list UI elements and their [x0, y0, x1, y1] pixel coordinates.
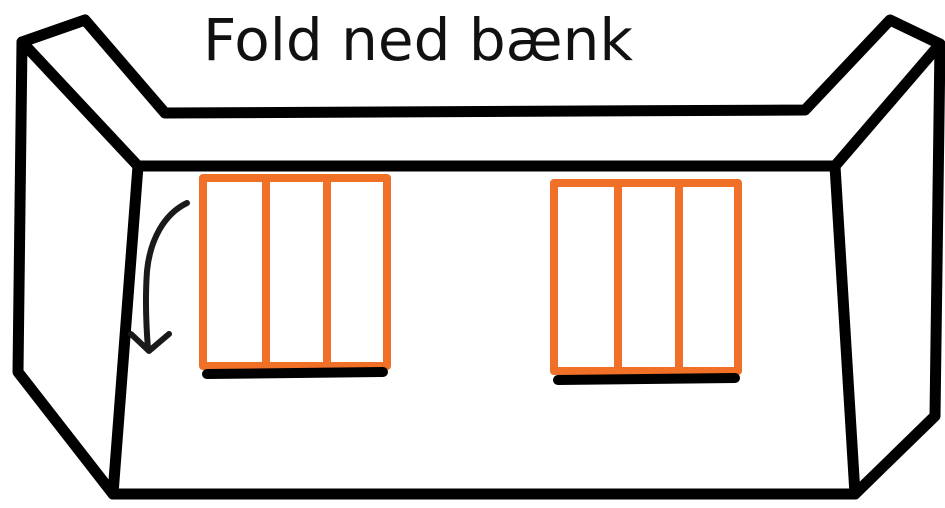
arrow-shaft	[142, 200, 190, 352]
left-wall	[12, 36, 144, 500]
left-bench-panel	[199, 174, 391, 370]
left-fold-bench	[199, 174, 391, 379]
arrow-head	[128, 331, 172, 354]
left-bench-base-line	[202, 367, 388, 379]
right-bench-base-line	[553, 373, 740, 385]
fold-down-arrow-icon	[128, 200, 190, 354]
right-fold-bench	[550, 179, 742, 385]
top-rim	[16, 14, 945, 172]
right-bench-panel	[550, 179, 742, 375]
diagram-title: Fold ned bænk	[203, 6, 633, 74]
right-wall	[829, 38, 945, 500]
container-outline	[12, 14, 945, 500]
